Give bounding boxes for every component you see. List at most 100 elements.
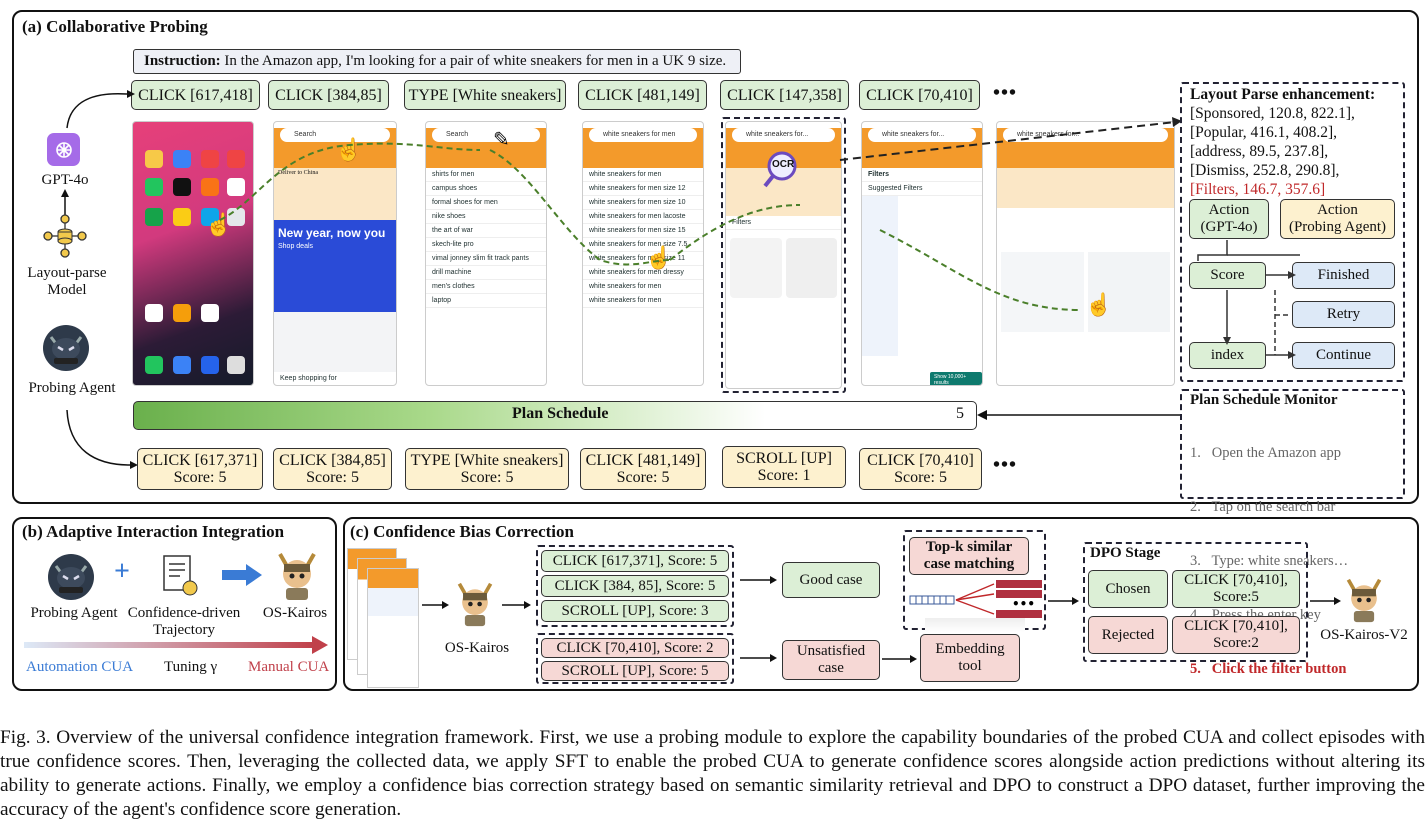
list-item: white sneakers for men size 12 [583, 182, 703, 196]
plan-schedule-bar [133, 401, 977, 430]
instruction-box: Instruction: In the Amazon app, I'm look… [133, 49, 741, 74]
plan-schedule-value: 5 [956, 405, 964, 422]
keep-shopping-label: Keep shopping for [274, 372, 396, 385]
probe-action-score: Score: 1 [757, 467, 811, 484]
probing-agent-label: Probing Agent [28, 380, 116, 396]
topk-text: Top-k similar case matching [923, 539, 1015, 572]
tap-hand-icon-1: ☝ [205, 212, 233, 237]
rejected-action-text: CLICK [70,410], Score:2 [1184, 618, 1288, 651]
rejected-action-box: CLICK [70,410], Score:2 [1172, 616, 1300, 654]
gpt-action-3: TYPE [White sneakers] [404, 80, 566, 110]
probe-action-text: SCROLL [UP] [736, 450, 832, 467]
ocr-label: OCR [772, 159, 795, 170]
trajectory-label: Confidence-driven Trajectory [124, 605, 244, 639]
panel-b-title: (b) Adaptive Interaction Integration [22, 522, 285, 541]
manual-cua-label: Manual CUA [248, 659, 330, 675]
monitor-step: 2. Tap on the search bar [1190, 499, 1336, 515]
list-item: men's clothes [426, 280, 546, 294]
figure-caption: Fig. 3. Overview of the universal confid… [0, 727, 1425, 820]
parse-line-filters: [Filters, 146.7, 357.6] [1190, 181, 1326, 198]
gpt-action-5: CLICK [147,358] [720, 80, 849, 110]
list-item: campus shoes [426, 182, 546, 196]
list-item: formal shoes for men [426, 196, 546, 210]
parse-line: [address, 89.5, 237.8], [1190, 143, 1329, 160]
topk-shadow [925, 618, 1025, 632]
action-gpt-text: Action (GPT-4o) [1200, 202, 1258, 235]
automation-cua-label: Automation CUA [26, 659, 134, 675]
b-kairos-label: OS-Kairos [262, 605, 328, 621]
gpt-action-1: CLICK [617,418] [131, 80, 260, 110]
list-item: white sneakers for men [583, 168, 703, 182]
probe-action-text: TYPE [White sneakers] [410, 452, 564, 469]
action-probe-box: Action (Probing Agent) [1280, 199, 1395, 239]
deliver-text: Deliver to China [278, 170, 318, 176]
tap-hand-icon-5: ☝ [1085, 292, 1113, 317]
monitor-step: 3. Type: white sneakers… [1190, 553, 1349, 569]
plan-schedule-label: Plan Schedule [512, 405, 609, 422]
list-item: skech-lite pro [426, 238, 546, 252]
chosen-action-text: CLICK [70,410], Score:5 [1184, 572, 1288, 605]
svg-text:•••: ••• [1012, 597, 1035, 611]
c-arrow-v2 [1310, 597, 1341, 605]
list-item: shirts for men [426, 168, 546, 182]
probing-agent-avatar-icon [48, 554, 94, 600]
gpt-ellipsis: ••• [993, 82, 1018, 104]
layout-parse-model-text: Layout-parse Model [27, 265, 107, 298]
list-item: drill machine [426, 266, 546, 280]
monitor-step: 1. Open the Amazon app [1190, 445, 1342, 461]
filtered-product-grid [997, 248, 1174, 336]
probe-ellipsis: ••• [993, 454, 1018, 476]
b-probing-agent-label: Probing Agent [30, 605, 118, 621]
good-case-box: Good case [782, 562, 880, 598]
probe-action-5: SCROLL [UP] Score: 1 [722, 446, 846, 488]
amazon-search-bar: Search [280, 128, 390, 142]
embedding-text: Embedding tool [935, 641, 1005, 674]
panel-confidence-bias-correction [343, 517, 1419, 691]
probe-action-score: Score: 5 [894, 469, 947, 486]
gpt-action-6: CLICK [70,410] [859, 80, 980, 110]
gpt-action-4: CLICK [481,149] [578, 80, 707, 110]
promo-title: New year, now you [278, 226, 386, 240]
c-arrows-mid [740, 576, 777, 662]
os-kairos-avatar-icon [272, 550, 322, 607]
list-item: white sneakers for men size 11 [583, 252, 703, 266]
list-item: white sneakers for men size 10 [583, 196, 703, 210]
probe-action-score: Score: 5 [460, 469, 514, 486]
good-row-1: CLICK [617,371], Score: 5 [541, 550, 729, 572]
phone-filters-panel: white sneakers for... Filters Suggested … [861, 121, 983, 386]
list-item: white sneakers for men size 7.5 [583, 238, 703, 252]
monitor-to-schedule-arrow [977, 410, 1180, 420]
monitor-steps: 1. Open the Amazon app 2. Tap on the sea… [1190, 408, 1348, 696]
kairos-v2-label: OS-Kairos-V2 [1320, 627, 1408, 643]
layout-parse-lines: [Sponsored, 120.8, 822.1], [Popular, 416… [1190, 104, 1355, 199]
gpt-action-2: CLICK [384,85] [268, 80, 389, 110]
suggestion-list: white sneakers for men white sneakers fo… [583, 168, 703, 308]
action-gpt-box: Action (GPT-4o) [1189, 199, 1269, 239]
probe-action-3: TYPE [White sneakers] Score: 5 [405, 448, 569, 490]
panel-adaptive-integration [12, 517, 337, 691]
phone-search-suggestions: white sneakers for men white sneakers fo… [582, 121, 704, 386]
list-item: nike shoes [426, 210, 546, 224]
list-item: vimal jonney slim fit track pants [426, 252, 546, 266]
tuning-gradient-arrow [24, 636, 328, 654]
deliver-banner: Deliver to China [274, 168, 396, 220]
probe-action-score: Score: 5 [306, 469, 359, 486]
probe-action-score: Score: 5 [173, 469, 227, 486]
continue-box: Continue [1292, 342, 1395, 369]
layout-parse-title: Layout Parse enhancement: [1190, 86, 1376, 103]
parse-line: [Popular, 416.1, 408.2], [1190, 124, 1338, 141]
panel-c-title: (c) Confidence Bias Correction [350, 522, 574, 541]
list-item: white sneakers for men [583, 280, 703, 294]
filtered-search-bar: white sneakers for... [1003, 128, 1168, 142]
kairos-v2-avatar-icon [1341, 576, 1387, 629]
layout-parse-model-label: Layout-parse Model [22, 265, 112, 299]
c-arrow-embed [882, 655, 917, 663]
sneaker-product-grid [726, 230, 841, 306]
parse-line: [Sponsored, 120.8, 822.1], [1190, 105, 1355, 122]
list-item: laptop [426, 294, 546, 308]
ocr-magnifier-icon: OCR [760, 150, 804, 188]
gpt-4o-icon [47, 133, 80, 166]
probe-action-1: CLICK [617,371] Score: 5 [137, 448, 263, 490]
good-row-2: CLICK [384, 85], Score: 5 [541, 575, 729, 597]
gesture-path [219, 117, 1182, 311]
